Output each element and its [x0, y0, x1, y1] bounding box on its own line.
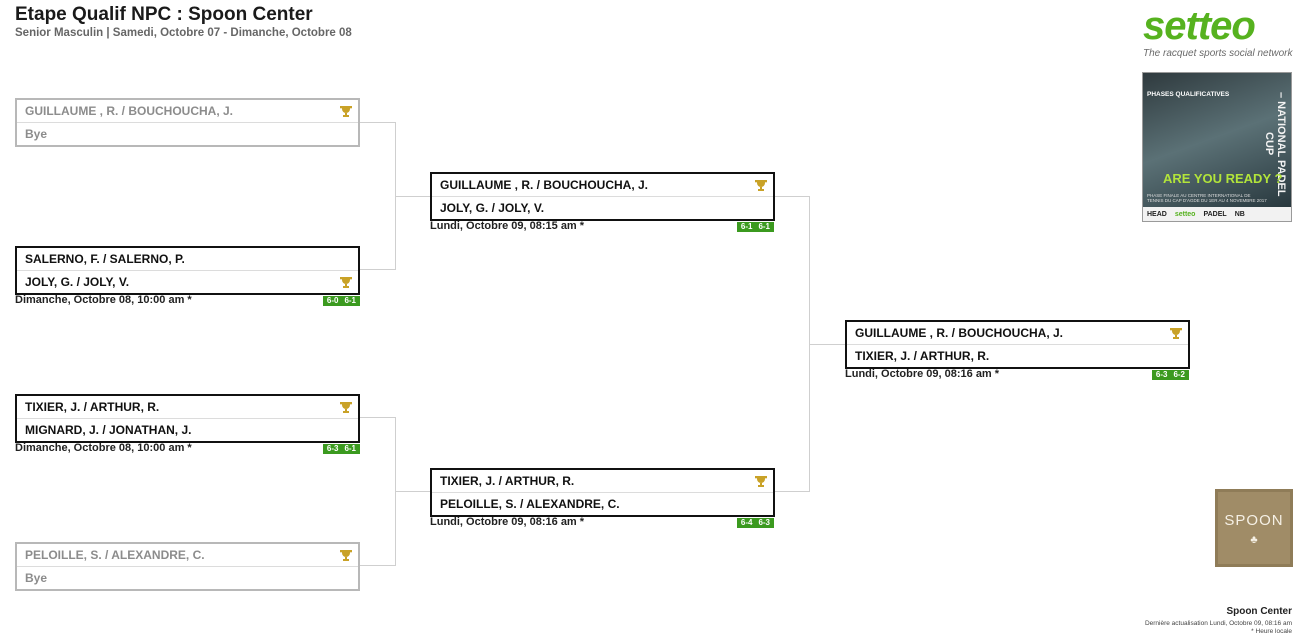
sponsor-poster[interactable]: PHASES QUALIFICATIVES – NATIONAL PADEL C… [1142, 72, 1292, 222]
team-name: GUILLAUME , R. / BOUCHOUCHA, J. [25, 104, 234, 118]
team-name: TIXIER, J. / ARTHUR, R. [440, 474, 575, 488]
poster-phase: PHASES QUALIFICATIVES [1147, 91, 1230, 98]
team-row[interactable]: JOLY, G. / JOLY, V. [432, 196, 773, 219]
trophy-icon [340, 106, 352, 117]
team-name: TIXIER, J. / ARTHUR, R. [25, 400, 160, 414]
trophy-icon [340, 550, 352, 561]
match-r2-1[interactable]: GUILLAUME , R. / BOUCHOUCHA, J. JOLY, G.… [430, 172, 775, 221]
poster-side-title: – NATIONAL PADEL CUP [1263, 91, 1287, 197]
trophy-icon [1170, 328, 1182, 339]
poster-sponsors: HEAD setteo PADEL NB [1143, 207, 1291, 221]
tennis-racket-icon: ♣ [1250, 534, 1258, 546]
trophy-icon [340, 277, 352, 288]
poster-headline: ARE YOU READY ? [1163, 171, 1283, 186]
team-name: SALERNO, F. / SALERNO, P. [25, 252, 185, 266]
match-final[interactable]: GUILLAUME , R. / BOUCHOUCHA, J. TIXIER, … [845, 320, 1190, 369]
connector-line [359, 269, 396, 270]
team-name: Bye [25, 571, 48, 585]
match-date: Lundi, Octobre 09, 08:15 am * [430, 220, 585, 232]
team-row[interactable]: Bye [17, 122, 358, 145]
match-r1-3[interactable]: TIXIER, J. / ARTHUR, R. MIGNARD, J. / JO… [15, 394, 360, 443]
team-row[interactable]: GUILLAUME , R. / BOUCHOUCHA, J. [432, 174, 773, 196]
team-row[interactable]: TIXIER, J. / ARTHUR, R. [17, 396, 358, 418]
connector-line [359, 565, 396, 566]
team-row[interactable]: JOLY, G. / JOLY, V. [17, 270, 358, 293]
team-row[interactable]: TIXIER, J. / ARTHUR, R. [847, 344, 1188, 367]
team-name: MIGNARD, J. / JONATHAN, J. [25, 423, 192, 437]
connector-line [774, 196, 810, 197]
logo-tagline: The racquet sports social network [1143, 48, 1293, 59]
sponsor-padel: PADEL [1203, 210, 1227, 218]
page-title: Etape Qualif NPC : Spoon Center [15, 4, 313, 25]
match-date: Dimanche, Octobre 08, 10:00 am * [15, 294, 192, 306]
page-subtitle: Senior Masculin | Samedi, Octobre 07 - D… [15, 27, 352, 39]
sponsor-setteo: setteo [1174, 210, 1196, 218]
connector-line [359, 122, 396, 123]
team-row[interactable]: GUILLAUME , R. / BOUCHOUCHA, J. [17, 100, 358, 122]
team-row[interactable]: GUILLAUME , R. / BOUCHOUCHA, J. [847, 322, 1188, 344]
sponsor-head: HEAD [1147, 210, 1167, 218]
match-date: Lundi, Octobre 09, 08:16 am * [430, 516, 585, 528]
team-row[interactable]: MIGNARD, J. / JONATHAN, J. [17, 418, 358, 441]
footer-last-update: Dernière actualisation Lundi, Octobre 09… [1144, 620, 1292, 627]
trophy-icon [340, 402, 352, 413]
setteo-logo[interactable]: setteo The racquet sports social network [1143, 4, 1293, 64]
trophy-icon [755, 180, 767, 191]
match-date: Lundi, Octobre 09, 08:16 am * [845, 368, 1000, 380]
team-name: Bye [25, 127, 48, 141]
poster-details: PHASE FINALE AU CENTRE INTERNATIONAL DE … [1147, 193, 1267, 203]
match-r2-2[interactable]: TIXIER, J. / ARTHUR, R. PELOILLE, S. / A… [430, 468, 775, 517]
connector-line [774, 491, 810, 492]
team-name: GUILLAUME , R. / BOUCHOUCHA, J. [440, 178, 649, 192]
match-date: Dimanche, Octobre 08, 10:00 am * [15, 442, 192, 454]
connector-line [395, 196, 430, 197]
team-name: PELOILLE, S. / ALEXANDRE, C. [25, 548, 205, 562]
club-logo-name: SPOON [1224, 512, 1284, 529]
match-r1-1[interactable]: GUILLAUME , R. / BOUCHOUCHA, J. Bye [15, 98, 360, 147]
logo-wordmark: setteo [1143, 4, 1256, 48]
team-row[interactable]: SALERNO, F. / SALERNO, P. [17, 248, 358, 270]
connector-line [809, 344, 845, 345]
team-row[interactable]: TIXIER, J. / ARTHUR, R. [432, 470, 773, 492]
team-name: JOLY, G. / JOLY, V. [25, 275, 130, 289]
club-logo[interactable]: SPOON ♣ [1215, 489, 1293, 567]
sponsor-nb: NB [1234, 210, 1245, 218]
team-name: JOLY, G. / JOLY, V. [440, 201, 545, 215]
connector-line [395, 491, 430, 492]
trophy-icon [755, 476, 767, 487]
team-row[interactable]: PELOILLE, S. / ALEXANDRE, C. [432, 492, 773, 515]
match-r1-4[interactable]: PELOILLE, S. / ALEXANDRE, C. Bye [15, 542, 360, 591]
footer-note: * Heure locale [1251, 628, 1292, 635]
connector-line [359, 417, 396, 418]
match-r1-2[interactable]: SALERNO, F. / SALERNO, P. JOLY, G. / JOL… [15, 246, 360, 295]
team-name: GUILLAUME , R. / BOUCHOUCHA, J. [855, 326, 1064, 340]
team-row[interactable]: Bye [17, 566, 358, 589]
team-name: PELOILLE, S. / ALEXANDRE, C. [440, 497, 620, 511]
team-row[interactable]: PELOILLE, S. / ALEXANDRE, C. [17, 544, 358, 566]
footer-club-name: Spoon Center [1226, 606, 1292, 617]
team-name: TIXIER, J. / ARTHUR, R. [855, 349, 990, 363]
